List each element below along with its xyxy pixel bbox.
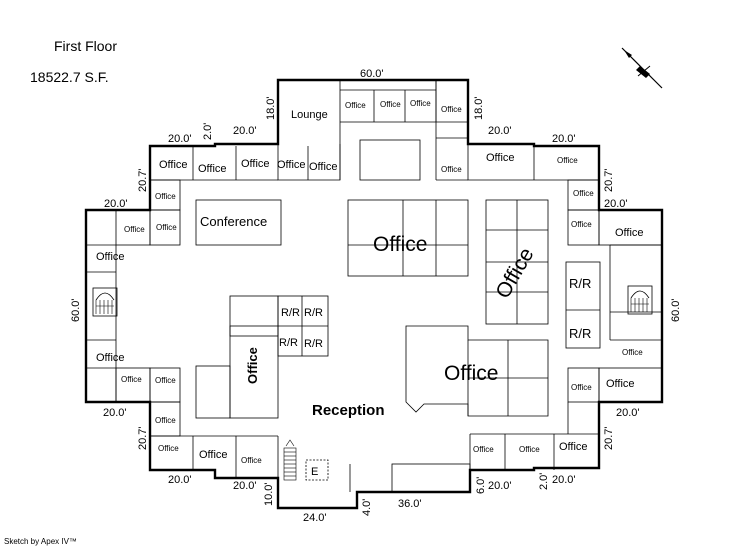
room-office-large: Office [444,362,498,385]
room-office: Office [199,449,228,461]
elevator-label: E [311,466,318,478]
interior-walls [86,80,663,493]
dim-bottom-left-20: 20.0' [168,474,192,486]
room-office: Office [159,159,188,171]
dim-bottom-4: 4.0' [361,499,373,516]
dim-bottom-24: 24.0' [303,512,327,524]
room-office-large: Office [491,244,538,303]
dim-lower-right-20: 20.0' [616,407,640,419]
dim-top-left-2: 2.0' [202,123,214,140]
room-office: Office [557,156,578,165]
room-office: Office [96,352,125,364]
dim-top-60: 60.0' [360,68,384,80]
room-office: Office [124,225,145,234]
room-office: Office [96,251,125,263]
room-office: Office [622,348,643,357]
room-office: Office [156,223,177,232]
room-office: Office [615,227,644,239]
room-office: Office [309,161,338,173]
dim-right-60: 60.0' [670,298,682,322]
room-office: Office [573,189,594,198]
dim-bottom-36: 36.0' [398,498,422,510]
room-reception: Reception [312,402,385,419]
room-office: Office [121,375,142,384]
floor-area: 18522.7 S.F. [30,69,109,85]
room-conference: Conference [200,214,267,229]
room-office: Office [277,159,306,171]
room-office: Office [486,152,515,164]
dim-lower-left-20: 20.0' [103,407,127,419]
room-rr: R/R [281,307,300,319]
room-office: Office [241,456,262,465]
room-office: Office [198,163,227,175]
room-office: Office [473,445,494,454]
room-office: Office [571,383,592,392]
room-rr: R/R [304,307,323,319]
dim-lounge-18-right: 18.0' [473,96,485,120]
room-office: Office [155,416,176,425]
dim-top-left-20: 20.0' [168,133,192,145]
room-rr: R/R [304,338,323,350]
elevator-icon: E [305,459,329,481]
dim-lower-right-207: 20.7' [603,426,615,450]
room-office: Office [380,100,401,109]
dim-top-right-20b: 20.0' [552,133,576,145]
room-office: Office [410,99,431,108]
north-arrow-icon [621,47,663,89]
room-office: Office [441,165,462,174]
dim-bottom-10: 10.0' [263,482,275,506]
room-office: Office [559,441,588,453]
stairs-icon [92,287,118,317]
dim-bottom-right-20: 20.0' [488,480,512,492]
room-office: Office [606,378,635,390]
dim-left-60: 60.0' [70,298,82,322]
room-office: Office [345,101,366,110]
room-office-large: Office [373,233,427,256]
dim-bottom-right-2: 2.0' [538,473,550,490]
room-office: Office [155,192,176,201]
stairs-icon [627,285,653,315]
room-rr: R/R [569,326,591,341]
sketch-credit: Sketch by Apex IV™ [4,537,77,546]
dim-bottom-right-20b: 20.0' [552,474,576,486]
dim-top-right-20: 20.0' [488,125,512,137]
room-office-rotated: Office [245,347,260,384]
dim-right-20: 20.0' [604,198,628,210]
room-rr: R/R [569,276,591,291]
stairs-icon [283,439,297,481]
room-office: Office [241,158,270,170]
room-office: Office [441,105,462,114]
floor-title: First Floor [54,38,117,54]
room-lounge: Lounge [291,109,328,121]
dim-bottom-left-20b: 20.0' [233,480,257,492]
dim-lounge-18-left: 18.0' [265,96,277,120]
dim-upper-left-207: 20.7' [137,168,149,192]
room-office: Office [571,220,592,229]
room-rr: R/R [279,337,298,349]
dim-left-20: 20.0' [104,198,128,210]
dim-upper-right-207: 20.7' [603,168,615,192]
room-office: Office [519,445,540,454]
room-office: Office [158,444,179,453]
dim-bottom-6: 6.0' [475,477,487,494]
dim-lower-left-207: 20.7' [137,426,149,450]
dim-top-left-20b: 20.0' [233,125,257,137]
room-office: Office [155,376,176,385]
